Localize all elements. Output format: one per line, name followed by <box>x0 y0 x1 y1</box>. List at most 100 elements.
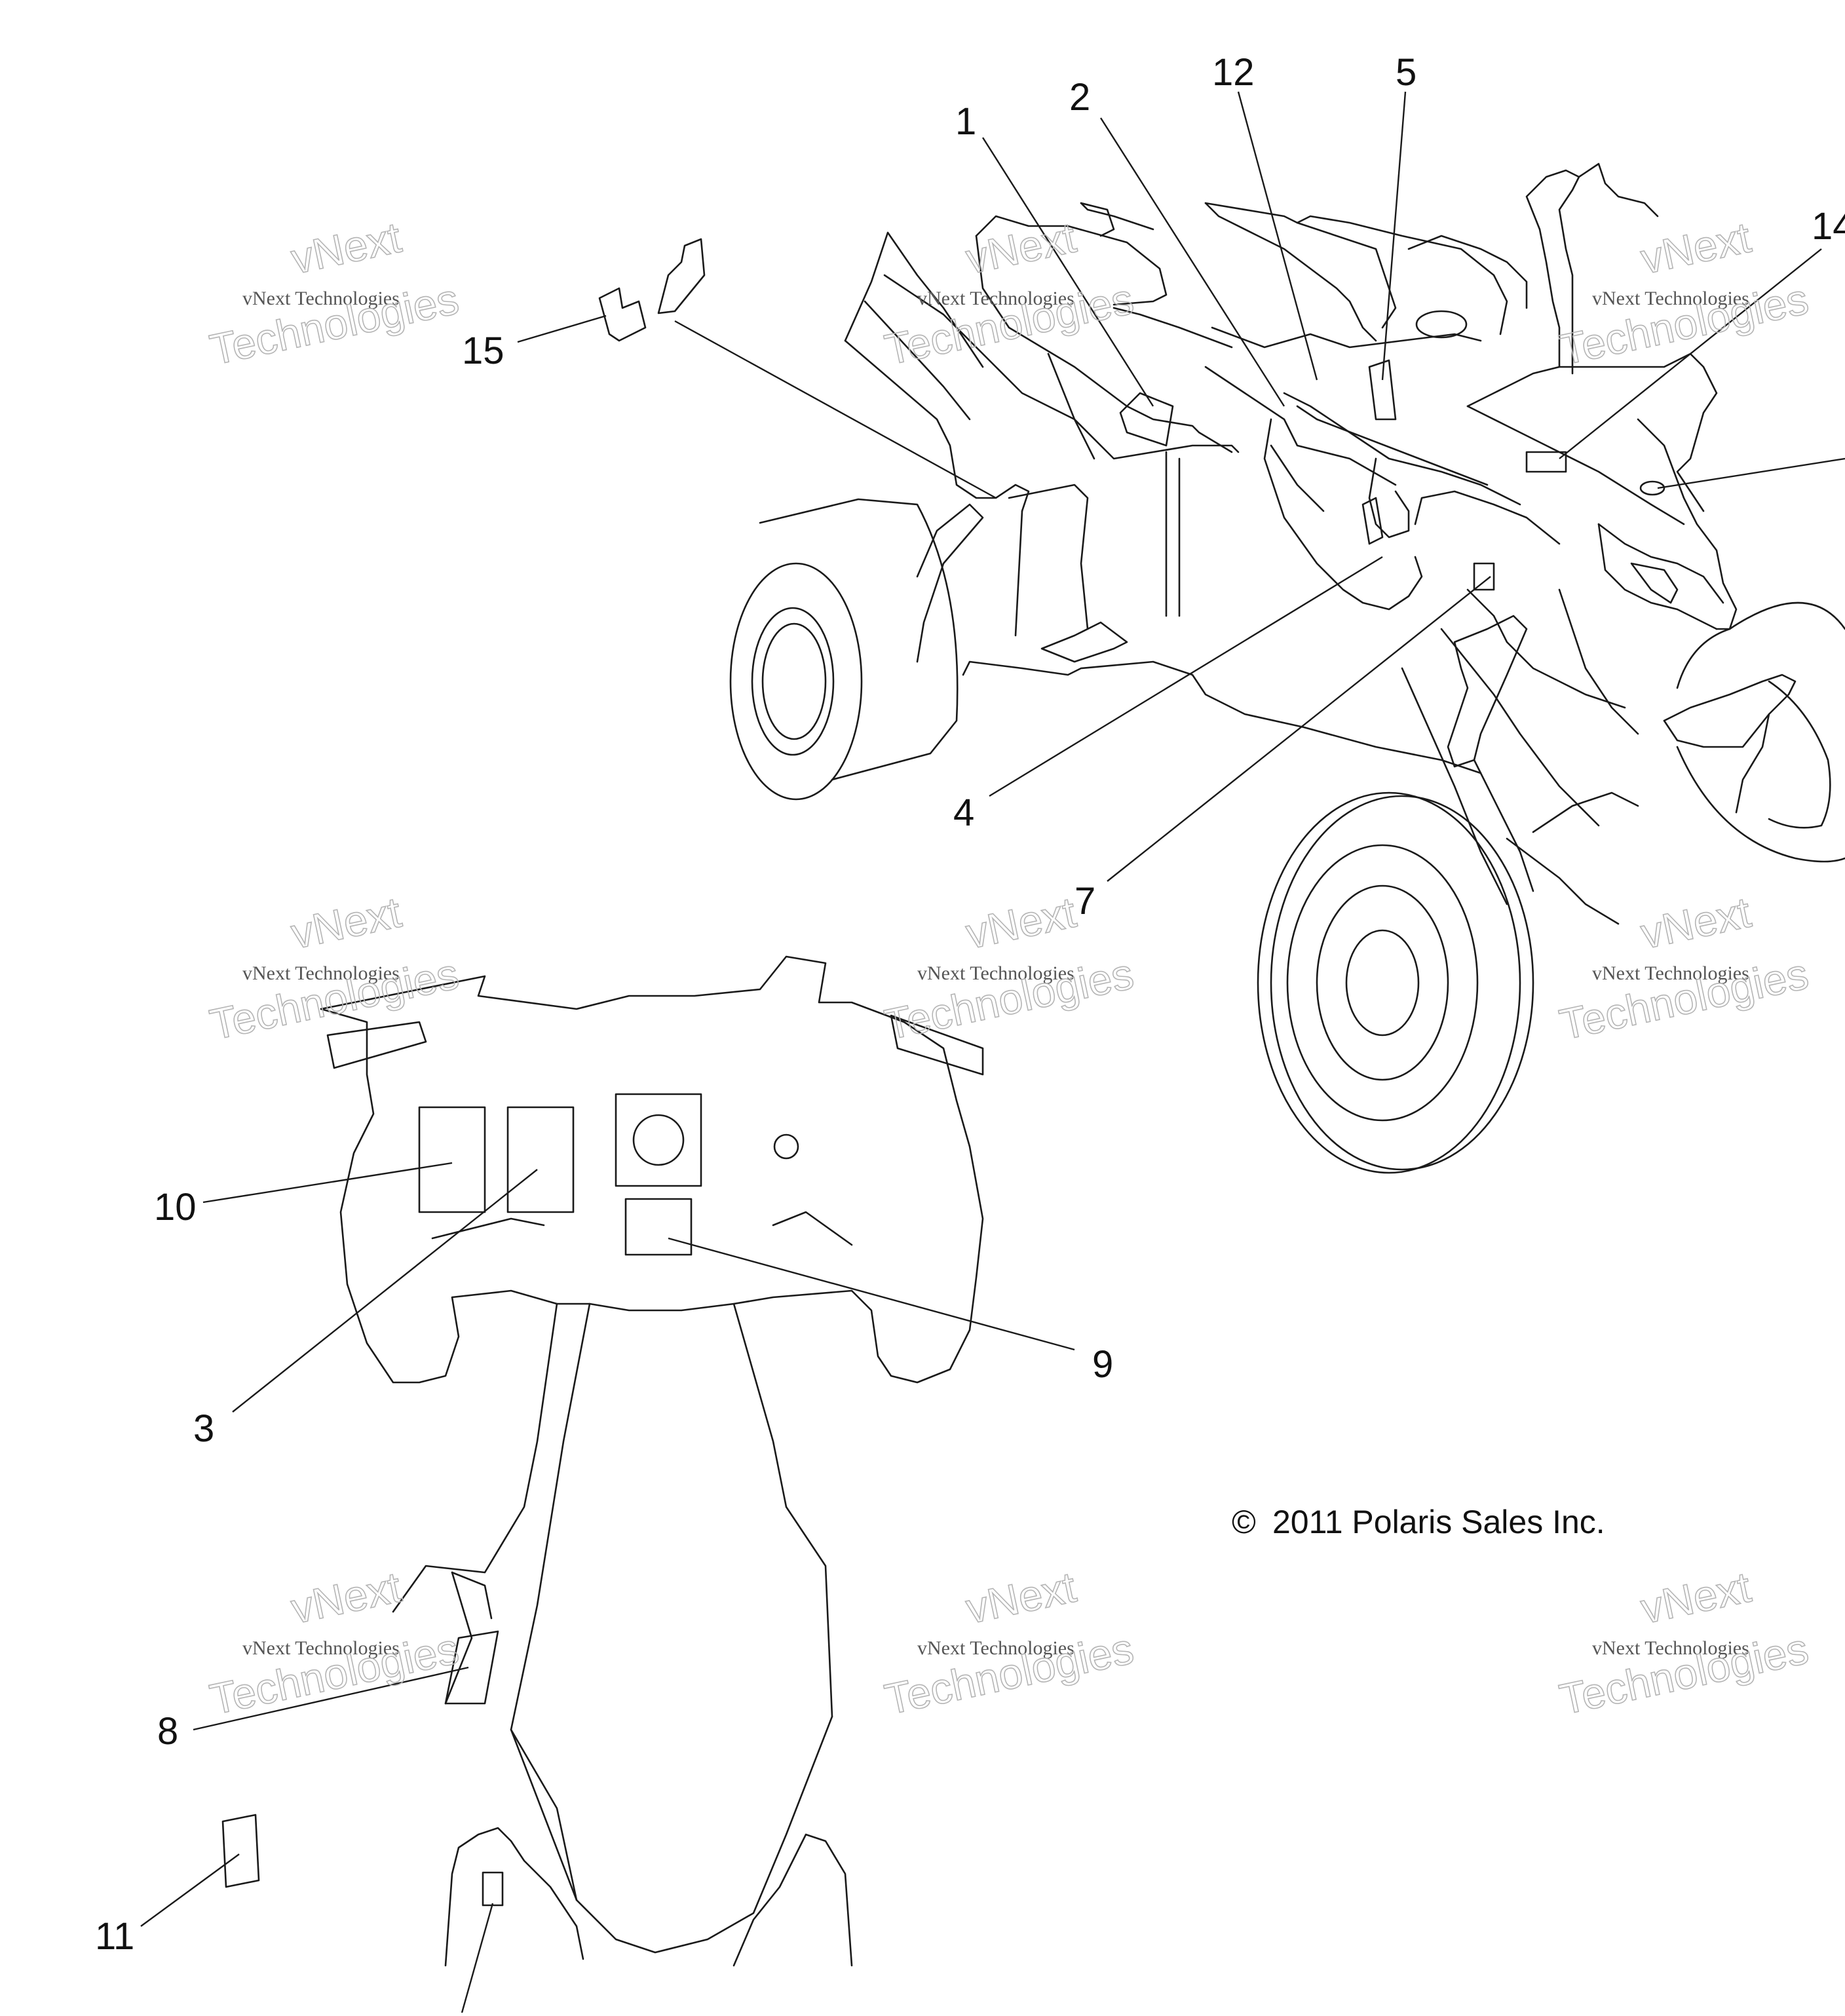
leader-5 <box>1381 91 1407 381</box>
leader-11 <box>140 1854 240 1927</box>
svg-text:vNext: vNext <box>962 888 1080 958</box>
right-wheel-top <box>1728 601 1845 630</box>
seat-top <box>975 215 1168 306</box>
front-wheel-outer <box>1270 795 1534 1171</box>
callout-1: 1 <box>955 100 976 143</box>
leader-8 <box>193 1666 469 1731</box>
watermark-5: vNext vNext Technologies Technologies <box>880 887 1138 1050</box>
front-wheel-rim <box>1286 844 1479 1122</box>
top-seat-line <box>510 1728 578 1901</box>
atv-top-view <box>221 955 984 1967</box>
svg-text:vNext Technologies: vNext Technologies <box>1592 962 1749 984</box>
decal-9-shape <box>624 1198 693 1256</box>
rear-wheel-hub <box>761 622 827 740</box>
top-left-handlebar <box>326 1021 427 1069</box>
decal-4-shape <box>1361 497 1384 545</box>
light-housing <box>1597 523 1724 604</box>
footrest <box>1040 621 1128 663</box>
front-strut <box>1401 667 1508 905</box>
tank-top <box>1204 202 1508 335</box>
front-wheel-inner <box>1316 884 1449 1081</box>
top-rear-fender <box>444 1827 584 1967</box>
copyright-symbol: © <box>1232 1504 1256 1540</box>
svg-text:vNext: vNext <box>287 888 405 958</box>
leader-lines <box>140 91 1845 2013</box>
fender-crease <box>864 300 971 421</box>
steering-column <box>1525 169 1580 375</box>
top-left-fender <box>451 1571 493 1620</box>
decal-15-right <box>657 238 706 314</box>
decal-5-shape <box>1368 359 1397 421</box>
leader-13 <box>461 1903 494 2013</box>
fender-vent <box>1368 457 1410 539</box>
callout-10: 10 <box>154 1186 197 1228</box>
decal-1-shape <box>1119 392 1174 447</box>
callout-14: 14 <box>1812 205 1845 248</box>
leader-14 <box>1559 248 1822 459</box>
front-fender-right <box>1663 674 1797 814</box>
leader-6 <box>1657 457 1845 489</box>
svg-text:vNext Technologies: vNext Technologies <box>917 1637 1075 1659</box>
handlebar-left <box>1407 235 1528 309</box>
copyright-notice: © 2011 Polaris Sales Inc. <box>1232 1504 1605 1540</box>
top-right-handlebar <box>890 1014 984 1076</box>
shock-rod <box>1473 759 1534 892</box>
watermark-8: vNext vNext Technologies Technologies <box>880 1562 1138 1724</box>
front-cowl <box>1466 352 1718 512</box>
decal-8-shape <box>444 1630 499 1705</box>
top-left-side <box>444 1571 473 1705</box>
fuel-cap <box>1415 310 1468 339</box>
decal-14-shape <box>1525 451 1567 473</box>
fuel-line <box>1113 307 1233 349</box>
svg-text:vNext Technologies: vNext Technologies <box>242 1637 400 1659</box>
front-wheel-tread <box>1257 791 1521 1174</box>
callout-4: 4 <box>953 791 974 834</box>
watermark-9: vNext vNext Technologies Technologies <box>1555 1562 1813 1724</box>
svg-text:vNext Technologies: vNext Technologies <box>242 962 400 984</box>
watermark-4: vNext vNext Technologies Technologies <box>205 887 463 1050</box>
front-cowl-lower <box>1466 405 1685 525</box>
top-rear-fender-right <box>732 1833 853 1967</box>
callout-15: 15 <box>462 330 504 372</box>
leader-4 <box>989 556 1383 797</box>
rear-wheel-rim <box>751 607 835 756</box>
handlebar <box>1578 162 1659 218</box>
watermark-7: vNext vNext Technologies Technologies <box>205 1562 463 1724</box>
svg-text:vNext: vNext <box>1637 213 1755 283</box>
leader-3 <box>232 1169 538 1413</box>
front-a-arm <box>1466 588 1626 709</box>
callout-labels: 1 2 12 5 14 15 4 7 10 3 9 8 11 <box>95 51 1845 1958</box>
tie-rod <box>1506 837 1620 925</box>
light-housing-b <box>1597 523 1718 630</box>
rear-fender-side <box>844 339 1030 512</box>
rear-side-panel <box>916 503 984 663</box>
leader-2 <box>1099 117 1285 407</box>
watermarks: vNext vNext Technologies Technologies vN… <box>205 212 1813 1724</box>
tank-crease <box>1204 202 1377 342</box>
callout-12: 12 <box>1212 51 1255 94</box>
right-wheel-left <box>1676 628 1731 689</box>
callout-8: 8 <box>157 1710 178 1753</box>
watermark-1: vNext vNext Technologies Technologies <box>205 212 463 375</box>
callout-5: 5 <box>1396 51 1417 94</box>
leader-15b <box>674 320 997 499</box>
decal-11-shape <box>221 1814 260 1888</box>
top-seat-front <box>556 1303 735 1312</box>
top-front-line <box>431 1217 545 1240</box>
front-wheel-hub <box>1345 929 1420 1037</box>
tank-lower-line <box>1211 326 1482 349</box>
headlight <box>1630 562 1679 604</box>
decal-10-shape <box>418 1106 486 1213</box>
leader-9 <box>668 1237 1075 1351</box>
svg-text:vNext Technologies: vNext Technologies <box>1592 288 1749 309</box>
atv-side-view <box>598 162 1845 1174</box>
tank-ridge <box>1296 221 1397 329</box>
rear-tire-tread <box>759 498 959 781</box>
front-edge <box>1637 418 1738 630</box>
leader-7 <box>1107 576 1491 882</box>
copyright-text: 2011 Polaris Sales Inc. <box>1272 1504 1605 1540</box>
right-wheel-inner <box>1768 680 1831 829</box>
fender-upper <box>1414 490 1561 545</box>
